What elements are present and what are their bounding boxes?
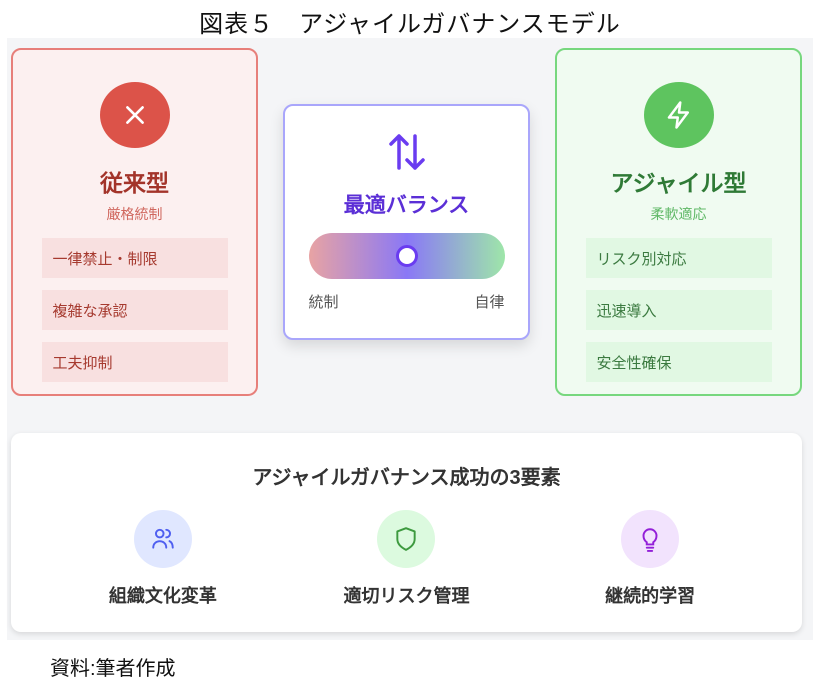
traditional-item: 工夫抑制 xyxy=(41,342,228,382)
success-title: アジャイルガバナンス成功の3要素 xyxy=(252,467,561,489)
agile-item: 安全性確保 xyxy=(585,342,772,382)
factor-learning: 継続的学習 xyxy=(550,510,750,608)
factor-risk: 適切リスク管理 xyxy=(306,510,506,608)
traditional-subtitle: 厳格統制 xyxy=(106,206,163,222)
balance-slider xyxy=(308,233,505,279)
traditional-card: 従来型 厳格統制 一律禁止・制限 複雑な承認 工夫抑制 xyxy=(11,48,258,396)
agile-item: リスク別対応 xyxy=(585,238,772,278)
success-factors-card: アジャイルガバナンス成功の3要素 組織文化変革 適切リスク管理 継続的学習 xyxy=(11,433,802,632)
factor-label: 継続的学習 xyxy=(605,586,696,606)
source-note: 資料:筆者作成 xyxy=(50,658,176,680)
lightning-icon xyxy=(643,82,714,148)
slider-knob xyxy=(395,245,418,267)
figure-title: 図表５ アジャイルガバナンスモデル xyxy=(199,11,621,38)
traditional-item: 複雑な承認 xyxy=(41,290,228,330)
users-icon xyxy=(133,510,192,568)
factor-culture: 組織文化変革 xyxy=(63,510,263,608)
traditional-title: 従来型 xyxy=(100,170,169,196)
factor-label: 適切リスク管理 xyxy=(343,586,470,606)
factor-label: 組織文化変革 xyxy=(108,586,217,606)
agile-item: 迅速導入 xyxy=(585,290,772,330)
shield-icon xyxy=(377,510,436,568)
traditional-item: 一律禁止・制限 xyxy=(41,238,228,278)
lightbulb-icon xyxy=(621,510,680,568)
balance-title: 最適バランス xyxy=(343,194,470,217)
agile-card: アジャイル型 柔軟適応 リスク別対応 迅速導入 安全性確保 xyxy=(555,48,802,396)
control-label: 統制 xyxy=(308,294,339,311)
autonomy-label: 自律 xyxy=(474,294,505,311)
balance-card: 最適バランス 統制 自律 xyxy=(283,104,530,340)
agile-subtitle: 柔軟適応 xyxy=(650,206,707,222)
agile-title: アジャイル型 xyxy=(610,170,747,196)
x-icon xyxy=(99,82,170,148)
arrows-up-down-icon xyxy=(386,132,428,177)
